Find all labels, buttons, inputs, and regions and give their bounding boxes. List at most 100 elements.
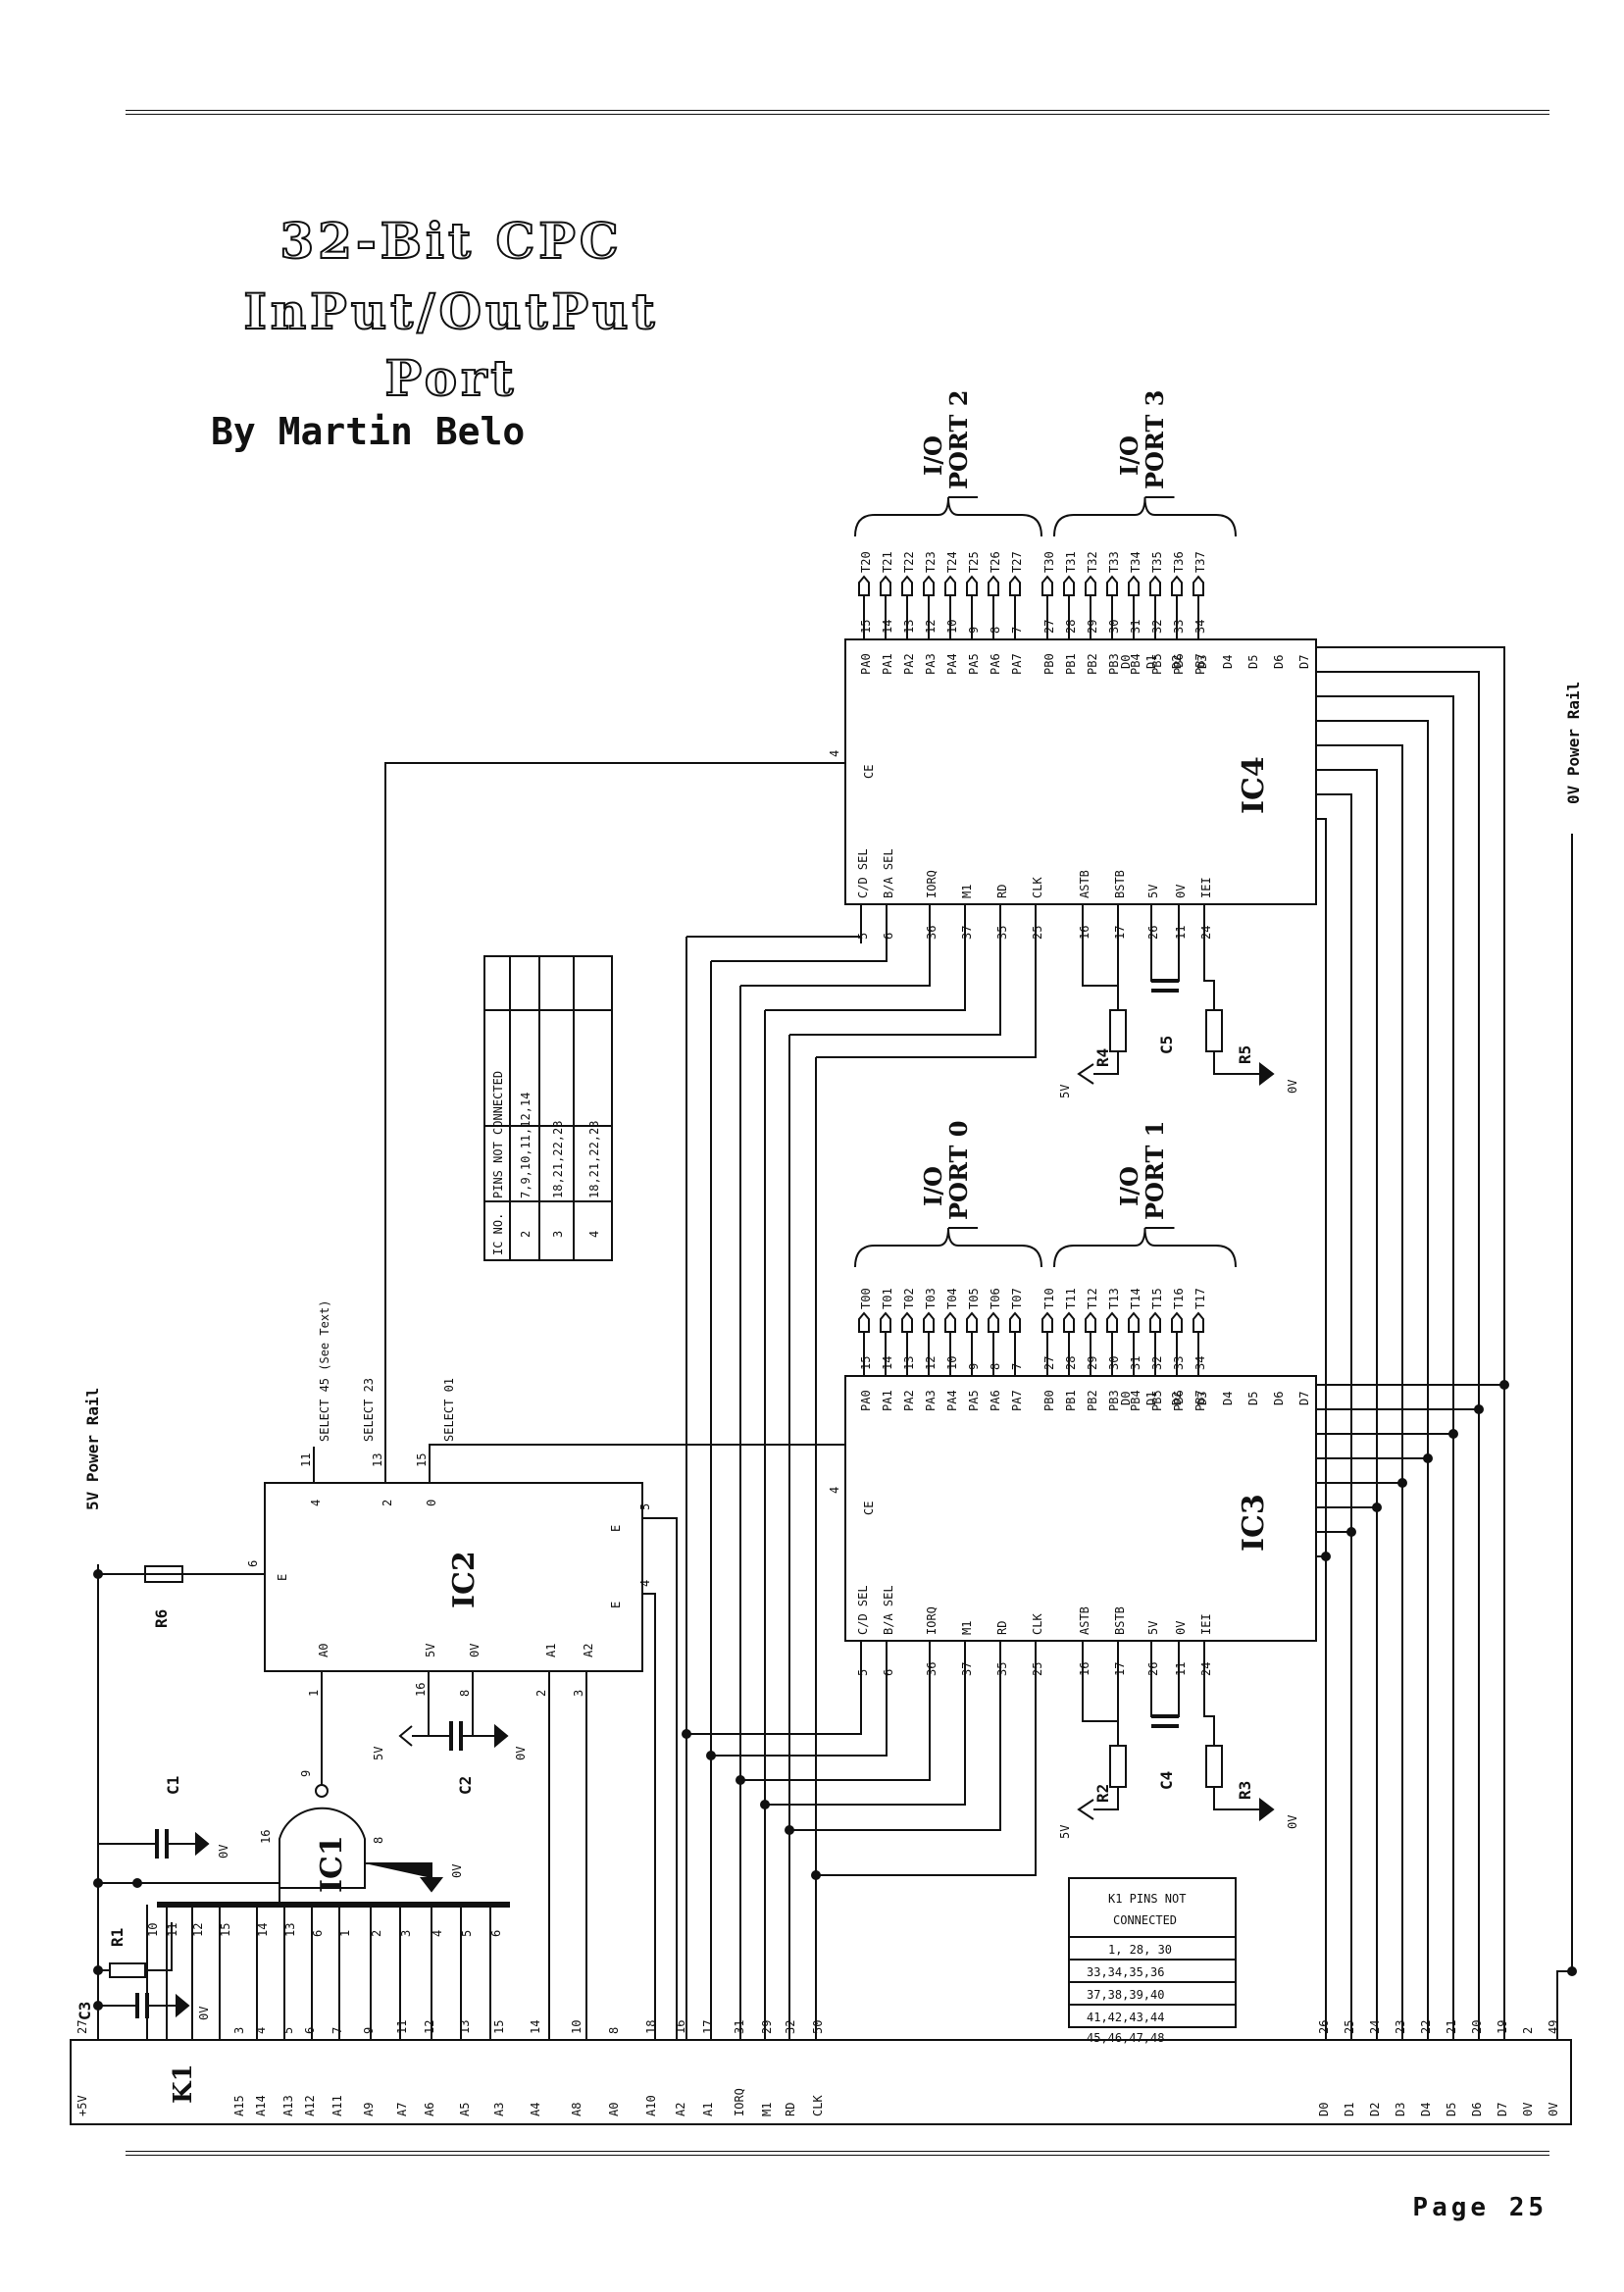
r1-label: R1 xyxy=(108,1928,127,1947)
junction-dot xyxy=(1567,1966,1577,1976)
port-pin-number: 9 xyxy=(967,627,981,634)
k1-pin-number: 4 xyxy=(254,2027,268,2034)
junction-dot xyxy=(706,1751,716,1760)
junction-dot xyxy=(132,1878,142,1888)
port-pin-name: PB4 xyxy=(1129,1390,1142,1411)
ic1-pin-number: 13 xyxy=(283,1923,297,1937)
ic3-control-wire xyxy=(765,1680,966,1806)
k1-pin-number: 9 xyxy=(362,2027,376,2034)
title-line-1: 32-Bit CPC xyxy=(279,211,623,271)
output-label: T24 xyxy=(945,551,959,573)
ic2-select-label: SELECT 01 xyxy=(442,1378,456,1442)
output-label: T37 xyxy=(1193,551,1207,573)
output-arrow-icon xyxy=(1193,575,1204,596)
zero-v-arrow-icon xyxy=(365,1862,444,1893)
port-pin-number: 29 xyxy=(1086,620,1099,634)
five-v-label: 5V xyxy=(1058,1825,1072,1839)
top-rule xyxy=(126,110,1549,115)
r3-label: R3 xyxy=(1236,1781,1254,1800)
output-arrow-icon xyxy=(1149,575,1161,596)
ic1-pin-number: 4 xyxy=(431,1930,444,1937)
five-v-arrow-icon xyxy=(1077,1063,1094,1085)
k1-pin-number: 25 xyxy=(1343,2020,1356,2034)
port-pin-name: PA3 xyxy=(924,1390,938,1411)
port-pin-number: 31 xyxy=(1129,1356,1142,1370)
astb-bstb-wire xyxy=(1082,943,1119,987)
output-label: T26 xyxy=(989,551,1002,573)
control-pin-name: ASTB xyxy=(1078,870,1091,898)
select-wire xyxy=(429,1444,845,1447)
r4-label: R4 xyxy=(1093,1048,1112,1067)
zero-v-label: 0V xyxy=(514,1747,528,1760)
port-pin-name: PA5 xyxy=(967,653,981,675)
junction-dot xyxy=(1474,1404,1484,1414)
ic3-pins: PA015T00PA114T01PA213T02PA312T03PA410T04… xyxy=(828,1288,1311,1680)
k1-signal-label: IORQ xyxy=(733,2088,746,2116)
page-number: Page 25 xyxy=(1412,2193,1548,2222)
junction-dot xyxy=(1448,1429,1458,1439)
k1-pin-number: 8 xyxy=(607,2027,621,2034)
k1-signal-label: A9 xyxy=(362,2103,376,2116)
port-pin-number: 28 xyxy=(1064,1356,1078,1370)
ic2-pin-number: 13 xyxy=(371,1453,384,1467)
k1-pin-number: 13 xyxy=(458,2020,472,2034)
select-wire xyxy=(384,762,845,1447)
ic2-pin-label: A1 xyxy=(544,1644,558,1657)
ic3-label: IC3 xyxy=(1237,1494,1271,1552)
r2-label: R2 xyxy=(1093,1784,1112,1803)
port-pin-name: PA1 xyxy=(881,653,894,675)
r2-wire xyxy=(1093,1721,1119,1810)
control-pin-number: 5 xyxy=(856,933,870,940)
output-arrow-icon xyxy=(1106,1311,1118,1333)
output-arrow-icon xyxy=(923,1311,935,1333)
k1-pin-number: 14 xyxy=(529,2020,542,2034)
port-pin-name: PB0 xyxy=(1042,653,1056,675)
port-name: PORT 2 xyxy=(944,390,973,489)
port-pin-name: PB7 xyxy=(1193,653,1207,675)
port-pin-number: 9 xyxy=(967,1363,981,1370)
data-bus-wire xyxy=(1316,720,1429,2040)
output-label: T25 xyxy=(967,551,981,573)
port-name: PORT 0 xyxy=(944,1121,973,1220)
k1-signal-label: D1 xyxy=(1343,2103,1356,2116)
control-pin-name: C/D SEL xyxy=(856,1585,870,1635)
nc-row-ic: 3 xyxy=(551,1231,565,1238)
control-pin-name: ASTB xyxy=(1078,1606,1091,1635)
port-pin-number: 32 xyxy=(1150,1356,1164,1370)
data-pin-name: D2 xyxy=(1170,1392,1184,1405)
control-pin-number: 35 xyxy=(995,1662,1009,1676)
r1-body xyxy=(109,1962,146,1978)
k1-pin-number: 10 xyxy=(570,2020,584,2034)
k1-signal-label: A8 xyxy=(570,2103,584,2116)
k1-pin-number: 15 xyxy=(492,2020,506,2034)
output-arrow-icon xyxy=(966,1311,978,1333)
control-pin-name: B/A SEL xyxy=(882,848,895,898)
c1-wire xyxy=(97,1843,157,1883)
control-pin-name: C/D SEL xyxy=(856,848,870,898)
five-v-arrow-icon xyxy=(398,1725,429,1747)
port-pin-name: PA7 xyxy=(1010,1390,1024,1411)
k1-signal-label: D4 xyxy=(1419,2103,1433,2116)
junction-dot xyxy=(93,1965,103,1975)
ic4-body xyxy=(844,638,1317,905)
output-label: T00 xyxy=(859,1288,873,1309)
ic4-control-wire xyxy=(740,943,931,987)
ic1-pin-number: 12 xyxy=(191,1923,205,1937)
port-pin-number: 14 xyxy=(881,620,894,634)
output-label: T05 xyxy=(967,1288,981,1309)
control-pin-number: 36 xyxy=(925,926,939,940)
ic1-pin-number: 8 xyxy=(372,1837,385,1844)
port-pin-number: 7 xyxy=(1010,1363,1024,1370)
port-pin-name: PB5 xyxy=(1150,653,1164,675)
port-pin-number: 8 xyxy=(989,627,1002,634)
k1-signal-label: A11 xyxy=(330,2095,344,2116)
k1-signal-label: RD xyxy=(784,2103,797,2116)
junction-dot xyxy=(1397,1478,1407,1488)
output-arrow-icon xyxy=(966,575,978,596)
output-label: T33 xyxy=(1107,551,1121,573)
k1-nc-header: K1 PINS NOT xyxy=(1108,1892,1186,1906)
ic1-pin-number: 15 xyxy=(219,1923,232,1937)
port-pin-name: PB7 xyxy=(1193,1390,1207,1411)
